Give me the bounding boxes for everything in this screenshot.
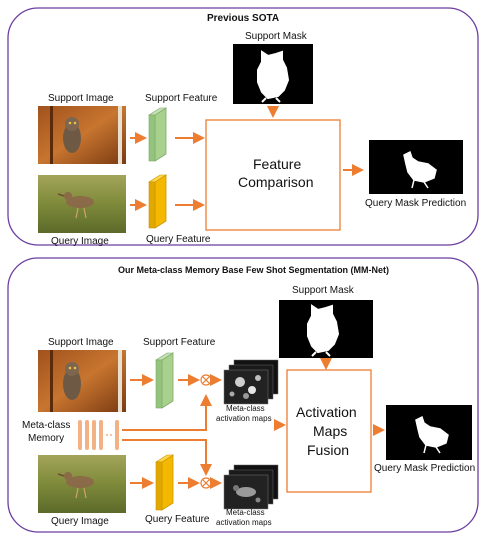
top-panel-title: Previous SOTA xyxy=(207,13,280,24)
top-support-mask-image xyxy=(233,44,313,104)
activation-maps-bottom-label-line2: activation maps xyxy=(216,518,272,527)
bottom-support-mask-image xyxy=(279,300,373,358)
activation-maps-bottom-stack xyxy=(223,464,279,510)
bottom-support-image-label: Support Image xyxy=(48,337,114,348)
meta-class-memory-label-line1: Meta-class xyxy=(22,420,71,431)
activation-maps-fusion-box xyxy=(286,369,372,493)
top-support-feature-label: Support Feature xyxy=(145,93,218,104)
top-support-feature-block xyxy=(154,107,167,162)
top-panel-border xyxy=(7,7,479,246)
bottom-query-mask-label: Query Mask Prediction xyxy=(374,463,476,474)
top-query-mask-label: Query Mask Prediction xyxy=(365,198,467,209)
activation-maps-top-stack xyxy=(223,359,279,405)
bottom-query-feature-label: Query Feature xyxy=(145,514,210,525)
bottom-support-image xyxy=(38,350,126,412)
activation-maps-top-label-line2: activation maps xyxy=(216,414,272,423)
activation-maps-top-label-line1: Meta-class xyxy=(226,404,265,413)
fusion-text-line2: Maps xyxy=(313,423,348,439)
feature-comparison-text-line1: Feature xyxy=(253,156,302,172)
bottom-support-mask-label: Support Mask xyxy=(292,285,354,296)
top-query-image xyxy=(38,175,126,233)
multiply-bottom-icon xyxy=(200,477,212,489)
fusion-text-line3: Fusion xyxy=(307,442,350,458)
top-query-feature-block xyxy=(154,174,167,229)
feature-comparison-box xyxy=(205,119,341,231)
bottom-query-mask-image xyxy=(386,405,472,460)
top-query-feature-label: Query Feature xyxy=(146,234,211,245)
multiply-top-icon xyxy=(200,374,212,386)
activation-maps-bottom-label-line1: Meta-class xyxy=(226,508,265,517)
top-query-mask-image xyxy=(369,140,463,194)
top-support-image-label: Support Image xyxy=(48,93,114,104)
bottom-panel-title: Our Meta-class Memory Base Few Shot Segm… xyxy=(118,265,390,275)
bottom-query-image xyxy=(38,455,126,513)
fusion-text-line1: Activation xyxy=(296,404,357,420)
meta-class-memory-label-line2: Memory xyxy=(28,433,65,444)
bottom-support-feature-label: Support Feature xyxy=(143,337,216,348)
top-query-image-label: Query Image xyxy=(51,236,109,247)
meta-class-memory-bars xyxy=(78,420,119,450)
bottom-query-feature-block xyxy=(161,454,174,511)
top-support-image xyxy=(38,106,126,164)
bottom-panel-border xyxy=(7,257,479,533)
bottom-support-feature-block xyxy=(161,352,174,409)
bottom-query-image-label: Query Image xyxy=(51,516,109,527)
top-support-mask-label: Support Mask xyxy=(245,31,307,42)
feature-comparison-text-line2: Comparison xyxy=(238,174,314,190)
